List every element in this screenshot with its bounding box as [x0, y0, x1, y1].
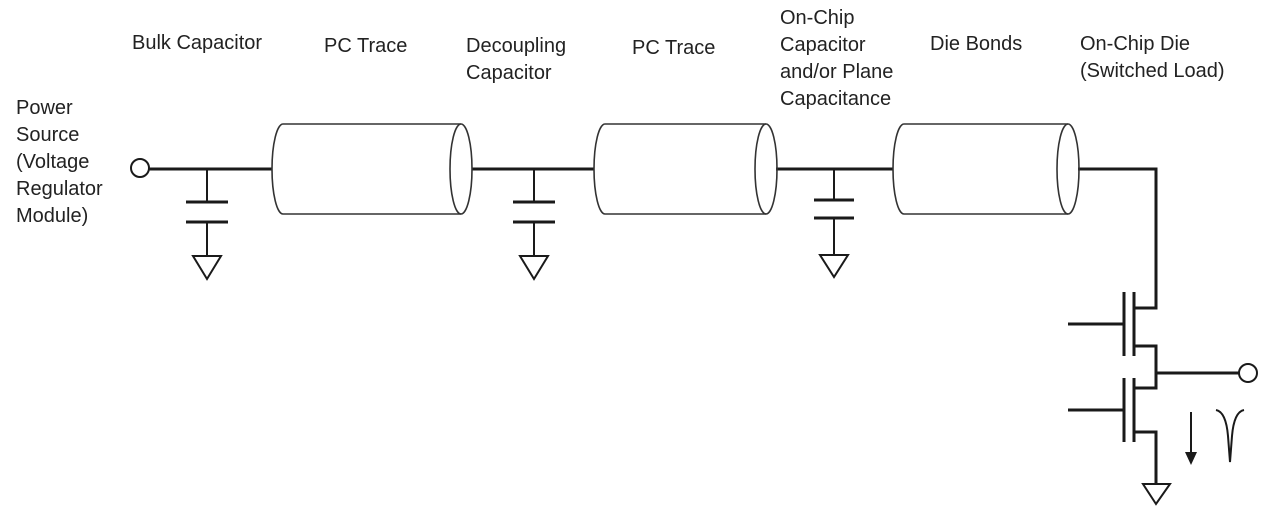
ground-icon — [1141, 483, 1172, 506]
on-chip-die-label: On-Chip Die (Switched Load) — [1080, 33, 1225, 82]
pc-trace-1-label: PC Trace — [324, 35, 407, 57]
decoupling-capacitor — [513, 169, 555, 281]
on-chip-capacitor-label: On-Chip Capacitor and/or Plane Capacitan… — [780, 7, 899, 110]
power-source-terminal — [130, 158, 150, 178]
die-bonds-label: Die Bonds — [930, 33, 1022, 55]
nmos-transistor — [1068, 378, 1136, 442]
wire-diebonds-to-die — [1078, 167, 1158, 310]
ground-icon — [818, 254, 850, 279]
bulk-capacitor-label: Bulk Capacitor — [132, 32, 262, 54]
die-bonds-transmission-line — [892, 123, 1080, 215]
ground-icon — [518, 255, 550, 281]
pmos-transistor — [1068, 292, 1136, 356]
current-spike-waveform-icon — [1215, 409, 1245, 463]
pc-trace-2-label: PC Trace — [632, 37, 715, 59]
power-source-label: Power Source (Voltage Regulator Module) — [16, 97, 108, 227]
output-terminal — [1238, 363, 1258, 383]
pc-trace-2-transmission-line — [593, 123, 778, 215]
pc-trace-1-transmission-line — [271, 123, 473, 215]
output-node-wire — [1134, 344, 1158, 390]
ground-icon — [191, 255, 223, 281]
source-to-ground-wire — [1134, 430, 1158, 484]
down-arrow-icon — [1185, 412, 1197, 465]
bulk-capacitor — [186, 169, 228, 281]
on-chip-capacitor — [814, 169, 854, 279]
decoupling-capacitor-label: Decoupling Capacitor — [466, 35, 572, 84]
